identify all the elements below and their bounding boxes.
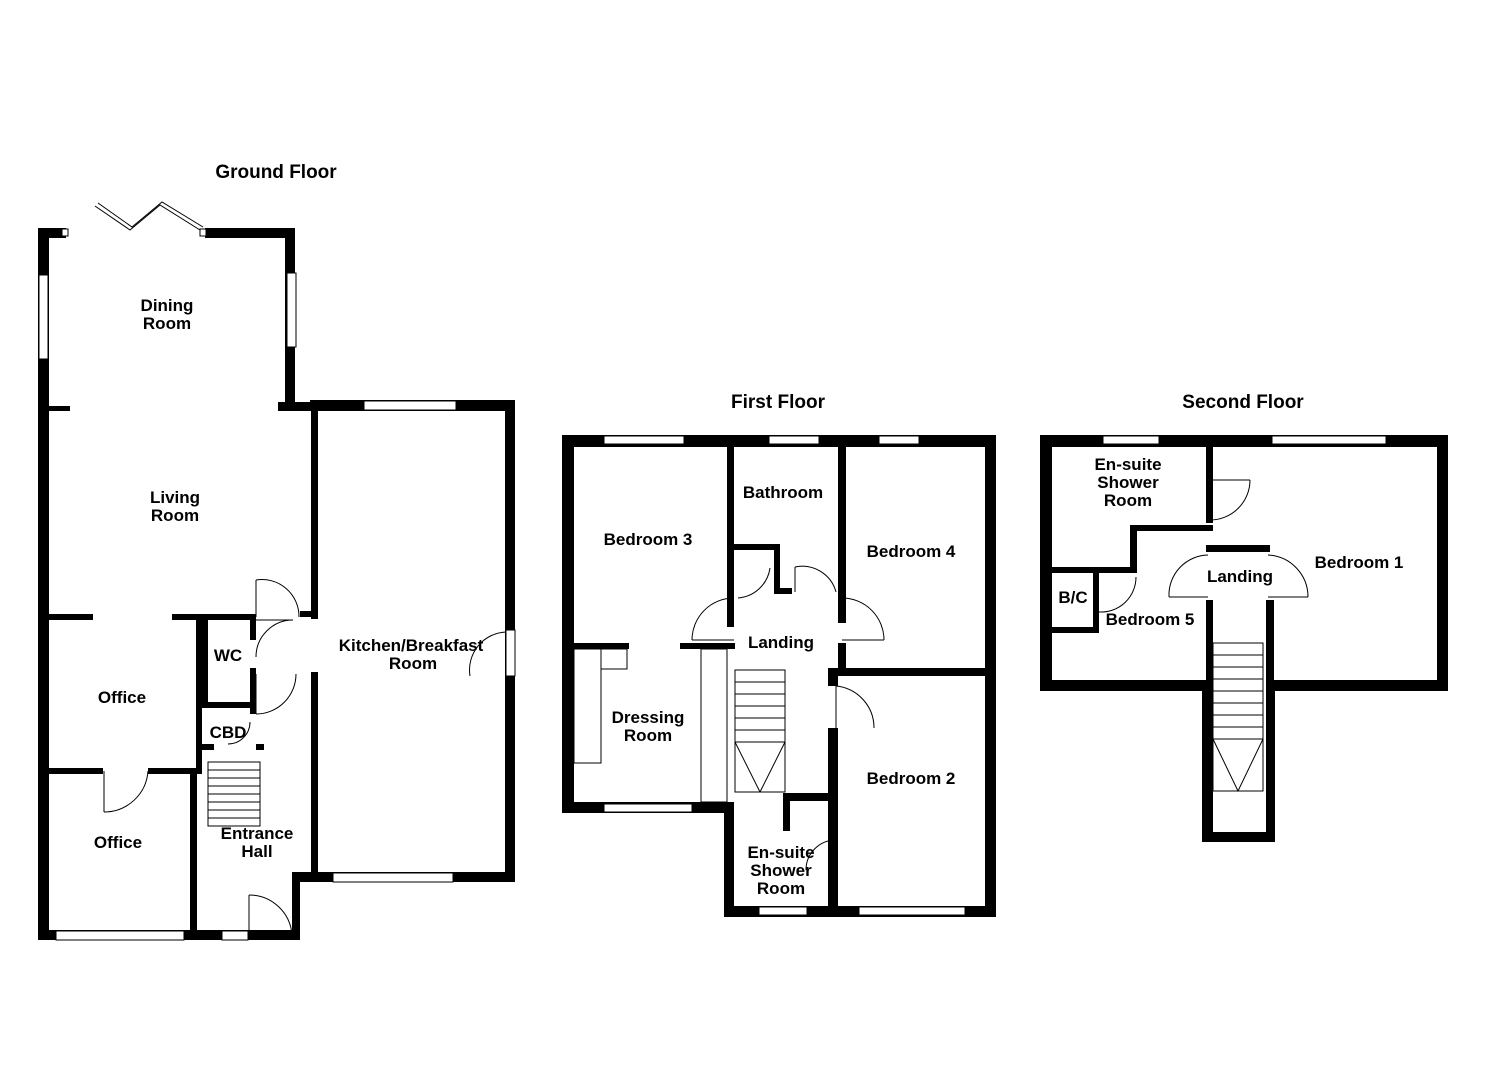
ground-floor-title: Ground Floor [215,162,337,183]
first-floor: First Floor [562,392,996,917]
second-floor-stairs [1212,642,1264,792]
second-floor-title: Second Floor [1182,392,1304,413]
second-floor-doors [1098,479,1309,613]
room-label-ensuite-2-line-2: Shower [1097,473,1159,492]
room-label-ensuite-2-line-1: En-suite [1094,455,1161,474]
second-floor: Second Floor [1040,392,1448,842]
room-label-bedroom-5: Bedroom 5 [1106,610,1195,629]
room-label-bedroom-3: Bedroom 3 [604,530,693,549]
first-floor-stairs [734,669,786,793]
ground-floor-doors [61,201,507,936]
room-label-living-line-2: Room [151,506,199,525]
first-floor-title: First Floor [731,392,826,413]
ground-floor-windows [38,272,516,941]
room-label-kitchen-line-1: Kitchen/Breakfast [339,636,484,655]
room-label-ensuite-2-line-3: Room [1104,491,1152,510]
room-label-ensuite-line-3: Room [757,879,805,898]
room-label-landing: Landing [748,633,814,652]
second-floor-windows [1102,435,1387,445]
room-label-ensuite-line-2: Shower [750,861,812,880]
room-label-kitchen-line-2: Room [389,654,437,673]
room-label-entrance-line-1: Entrance [221,824,294,843]
ground-floor: Ground Floor [38,162,516,941]
room-label-bc: B/C [1058,588,1087,607]
room-label-bedroom-2: Bedroom 2 [867,769,956,788]
room-label-office-1: Office [98,688,146,707]
ground-floor-room-labels: Dining Room Living Room Kitchen/Breakfas… [94,296,484,861]
first-floor-room-labels: Bathroom Bedroom 3 Bedroom 4 Landing Dre… [604,483,956,898]
room-label-bedroom-1: Bedroom 1 [1315,553,1404,572]
room-label-dining-line-2: Room [143,314,191,333]
room-label-cbd: CBD [210,723,247,742]
first-floor-doors [691,565,885,871]
room-label-dining-line-1: Dining [141,296,194,315]
ground-floor-stairs [207,761,261,827]
room-label-ensuite-line-1: En-suite [747,843,814,862]
first-floor-windows [603,435,966,916]
room-label-wc: WC [214,646,242,665]
room-label-bathroom: Bathroom [743,483,823,502]
room-label-dressing-line-1: Dressing [612,708,685,727]
second-floor-walls [1040,435,1448,842]
second-floor-room-labels: En-suite Shower Room Bedroom 1 Landing B… [1058,455,1403,629]
room-label-landing-2: Landing [1207,567,1273,586]
room-label-living-line-1: Living [150,488,200,507]
first-floor-fittings [573,648,728,803]
room-label-entrance-line-2: Hall [241,842,272,861]
room-label-office-2: Office [94,833,142,852]
room-label-dressing-line-2: Room [624,726,672,745]
room-label-bedroom-4: Bedroom 4 [867,542,956,561]
